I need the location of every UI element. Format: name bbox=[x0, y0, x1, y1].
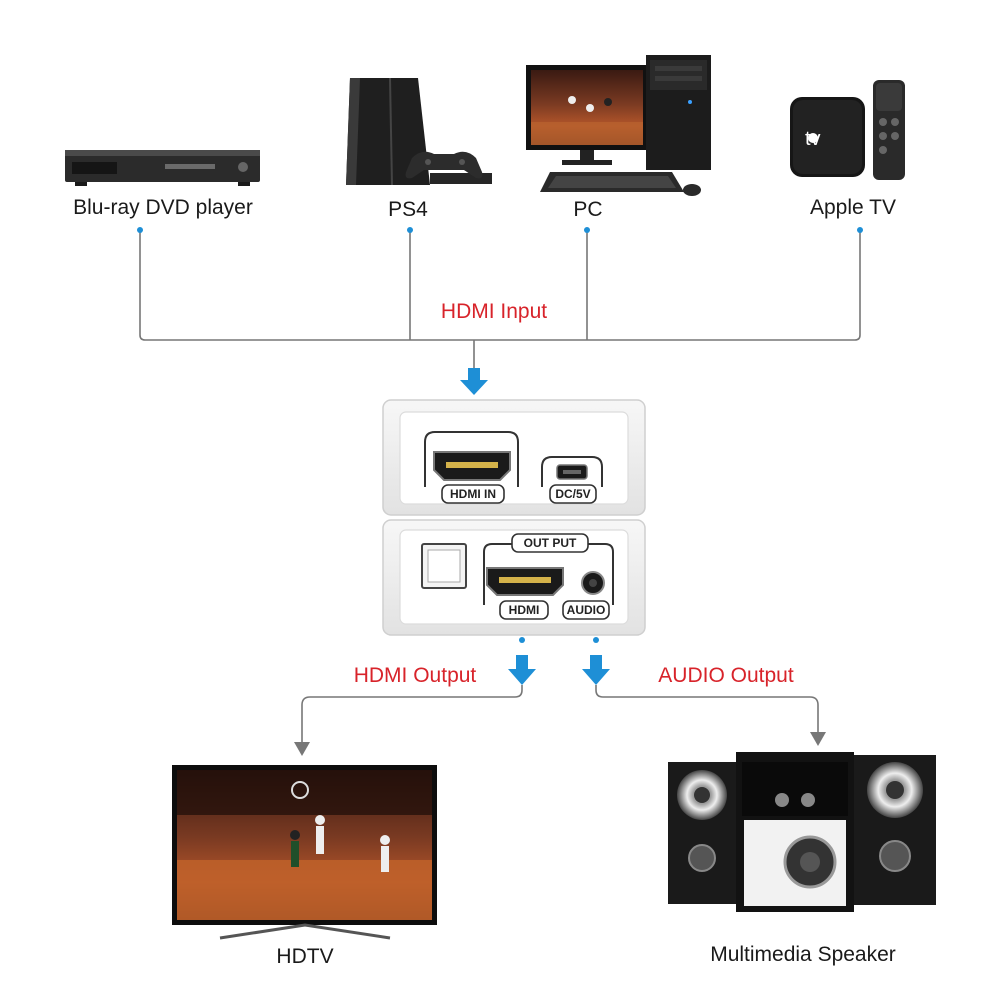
dc-5v-port bbox=[556, 464, 588, 480]
input-lines bbox=[139, 230, 861, 372]
desktop-pc-icon bbox=[526, 55, 711, 196]
source-dots bbox=[137, 227, 863, 233]
hdmi-output-arrow-icon bbox=[508, 655, 536, 685]
source-label-ps4: PS4 bbox=[388, 198, 428, 221]
ps4-console-icon bbox=[346, 77, 492, 186]
hdmi-output-label: HDMI Output bbox=[353, 664, 477, 687]
output-group-label: OUT PUT bbox=[524, 536, 577, 550]
bluray-player-icon bbox=[65, 150, 260, 186]
hdmi-in-label: HDMI IN bbox=[450, 487, 496, 501]
audio-output-arrow-icon bbox=[582, 655, 610, 685]
apple-tv-icon: tv bbox=[790, 80, 905, 180]
dc-5v-label: DC/5V bbox=[555, 487, 590, 501]
hdmi-out-port bbox=[486, 567, 564, 596]
output-lines bbox=[301, 685, 819, 742]
output-label-speaker: Multimedia Speaker bbox=[710, 943, 896, 966]
input-arrow-icon bbox=[460, 368, 488, 395]
audio-jack-port bbox=[581, 571, 605, 595]
source-label-apple-tv: Apple TV bbox=[810, 196, 896, 219]
multimedia-speaker-icon bbox=[668, 752, 936, 912]
audio-out-label: AUDIO bbox=[567, 603, 606, 617]
output-dots bbox=[519, 637, 599, 643]
converter-output-panel: OUT PUT HDMI AUDIO bbox=[382, 519, 646, 636]
source-label-pc: PC bbox=[573, 198, 603, 221]
speaker-arrow-head bbox=[810, 732, 826, 746]
audio-output-label: AUDIO Output bbox=[658, 664, 794, 687]
optical-port bbox=[421, 543, 467, 589]
hdmi-input-label: HDMI Input bbox=[440, 300, 548, 323]
source-label-bluray: Blu-ray DVD player bbox=[73, 196, 253, 219]
hdmi-in-port bbox=[433, 451, 511, 481]
hdtv-arrow-head bbox=[294, 742, 310, 756]
hdmi-out-label: HDMI bbox=[509, 603, 540, 617]
hdtv-icon bbox=[172, 765, 437, 940]
output-label-hdtv: HDTV bbox=[276, 945, 334, 968]
converter-input-panel: HDMI IN DC/5V bbox=[382, 399, 646, 516]
